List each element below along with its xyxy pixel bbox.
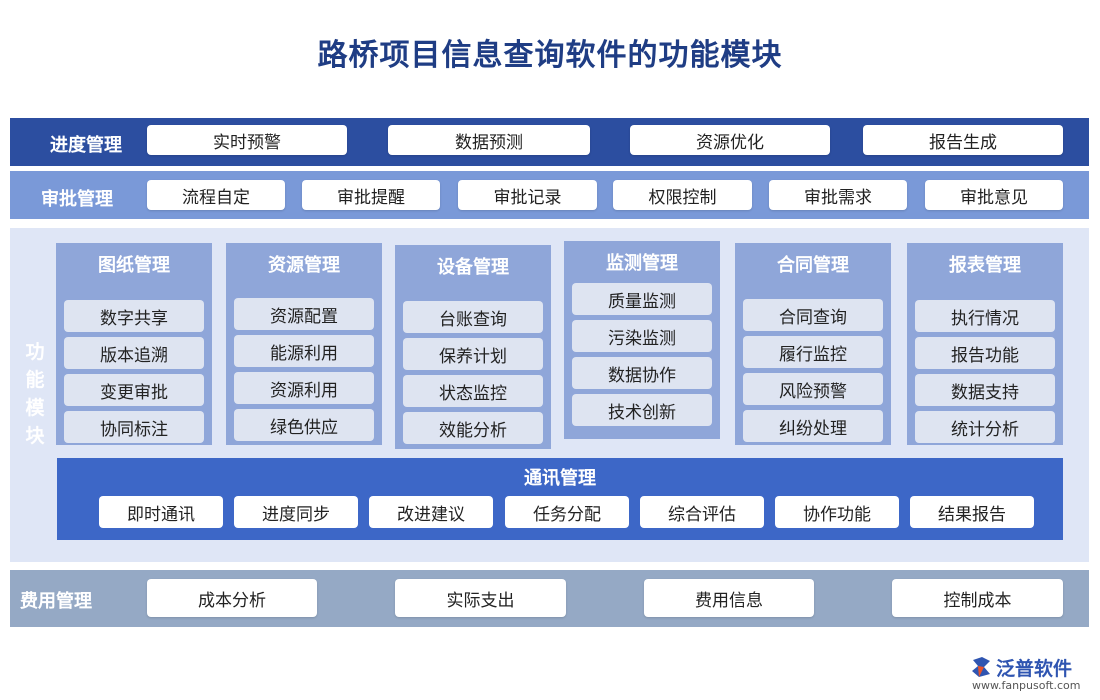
communication-management-band: 通讯管理 即时通讯 进度同步 改进建议 任务分配 综合评估 协作功能 结果报告 [57, 458, 1063, 540]
cost-label: 费用管理 [20, 591, 92, 612]
module-card-equipment: 设备管理 台账查询 保养计划 状态监控 效能分析 [395, 245, 551, 449]
module-item: 状态监控 [403, 375, 543, 407]
module-item: 绿色供应 [234, 409, 374, 441]
module-title: 报表管理 [949, 255, 1021, 276]
module-item: 履行监控 [743, 336, 883, 368]
comm-item: 综合评估 [640, 496, 764, 528]
module-title: 图纸管理 [98, 255, 170, 276]
approval-item: 权限控制 [613, 180, 752, 210]
module-card-reports: 报表管理 执行情况 报告功能 数据支持 统计分析 [907, 243, 1063, 445]
cost-management-band: 费用管理 成本分析 实际支出 费用信息 控制成本 [10, 570, 1089, 627]
module-item: 资源利用 [234, 372, 374, 404]
module-item: 数据支持 [915, 374, 1055, 406]
approval-item: 审批提醒 [302, 180, 440, 210]
module-title: 监测管理 [606, 253, 678, 274]
comm-item: 进度同步 [234, 496, 358, 528]
cost-item: 控制成本 [892, 579, 1063, 617]
module-item: 协同标注 [64, 411, 204, 443]
comm-item: 改进建议 [369, 496, 493, 528]
module-item: 数据协作 [572, 357, 712, 389]
module-title: 设备管理 [437, 257, 509, 278]
progress-item: 报告生成 [863, 125, 1063, 155]
approval-label: 审批管理 [41, 189, 113, 210]
progress-label: 进度管理 [50, 135, 122, 156]
comm-title: 通讯管理 [524, 468, 596, 489]
module-item: 能源利用 [234, 335, 374, 367]
approval-item: 审批记录 [458, 180, 597, 210]
function-label: 功能模块 [20, 338, 50, 450]
module-item: 报告功能 [915, 337, 1055, 369]
module-item: 版本追溯 [64, 337, 204, 369]
module-item: 效能分析 [403, 412, 543, 444]
logo-name: 泛普软件 [996, 658, 1073, 680]
approval-management-band: 审批管理 流程自定 审批提醒 审批记录 权限控制 审批需求 审批意见 [10, 171, 1089, 219]
progress-item: 资源优化 [630, 125, 830, 155]
function-label-text: 功能模块 [25, 341, 45, 447]
fanpu-logo-icon [972, 657, 990, 677]
progress-item: 实时预警 [147, 125, 347, 155]
approval-item: 审批意见 [925, 180, 1063, 210]
approval-item: 审批需求 [769, 180, 907, 210]
comm-item: 结果报告 [910, 496, 1034, 528]
function-modules-band: 功能模块 图纸管理 数字共享 版本追溯 变更审批 协同标注 资源管理 资源配置 … [10, 228, 1089, 562]
progress-management-band: 进度管理 实时预警 数据预测 资源优化 报告生成 [10, 118, 1089, 166]
module-item: 合同查询 [743, 299, 883, 331]
page-title: 路桥项目信息查询软件的功能模块 [317, 38, 783, 73]
module-item: 污染监测 [572, 320, 712, 352]
comm-item: 即时通讯 [99, 496, 223, 528]
brand-logo: 泛普软件 www.fanpusoft.com [970, 654, 1094, 694]
module-item: 资源配置 [234, 298, 374, 330]
module-card-resources: 资源管理 资源配置 能源利用 资源利用 绿色供应 [226, 243, 382, 445]
module-item: 数字共享 [64, 300, 204, 332]
module-item: 技术创新 [572, 394, 712, 426]
module-title: 资源管理 [268, 255, 340, 276]
module-title: 合同管理 [777, 255, 849, 276]
comm-item: 协作功能 [775, 496, 899, 528]
module-item: 质量监测 [572, 283, 712, 315]
cost-item: 实际支出 [395, 579, 566, 617]
module-item: 台账查询 [403, 301, 543, 333]
module-card-drawings: 图纸管理 数字共享 版本追溯 变更审批 协同标注 [56, 243, 212, 445]
cost-item: 费用信息 [644, 579, 814, 617]
module-card-contracts: 合同管理 合同查询 履行监控 风险预警 纠纷处理 [735, 243, 891, 445]
progress-item: 数据预测 [388, 125, 590, 155]
module-item: 变更审批 [64, 374, 204, 406]
module-item: 统计分析 [915, 411, 1055, 443]
module-item: 纠纷处理 [743, 410, 883, 442]
module-item: 执行情况 [915, 300, 1055, 332]
module-item: 保养计划 [403, 338, 543, 370]
approval-item: 流程自定 [147, 180, 285, 210]
module-item: 风险预警 [743, 373, 883, 405]
logo-url: www.fanpusoft.com [972, 679, 1081, 692]
comm-item: 任务分配 [505, 496, 629, 528]
cost-item: 成本分析 [147, 579, 317, 617]
module-card-monitoring: 监测管理 质量监测 污染监测 数据协作 技术创新 [564, 241, 720, 439]
